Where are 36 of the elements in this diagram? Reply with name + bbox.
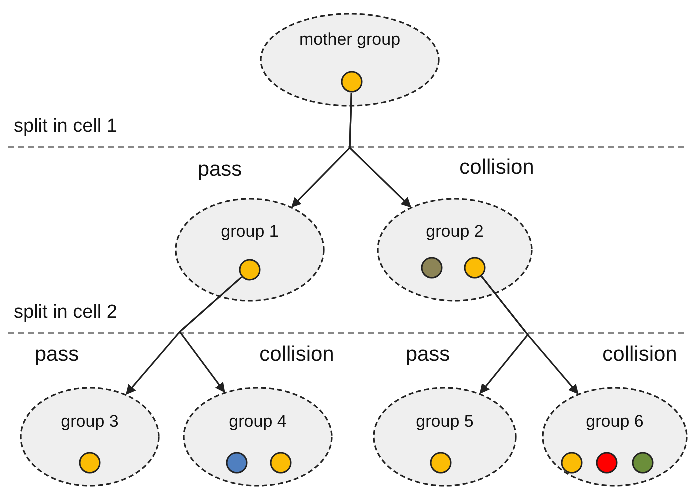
group-label: mother group [299, 30, 401, 50]
group-ellipse [377, 198, 533, 302]
group-ellipse [175, 198, 325, 302]
group-ellipse [260, 13, 440, 107]
group-label: group 1 [221, 222, 279, 242]
group-ellipse [373, 387, 517, 487]
particle-circle [270, 452, 292, 474]
particle-circle [79, 452, 101, 474]
particle-circle [430, 452, 452, 474]
edge-label: collision [260, 343, 334, 367]
edge-label: pass [406, 343, 450, 367]
particle-circle [341, 71, 363, 93]
group-label: group 4 [229, 412, 287, 432]
edge-label: collision [602, 343, 678, 367]
edge-label: pass [198, 158, 242, 182]
group-label: group 6 [586, 412, 644, 432]
particle-circle [632, 452, 654, 474]
group-ellipse [542, 387, 688, 487]
group-ellipse [20, 387, 160, 487]
split-label: split in cell 1 [14, 116, 118, 138]
particle-circle [421, 257, 443, 279]
edge-label: pass [34, 343, 80, 367]
particle-circle [239, 259, 261, 281]
arrow [349, 92, 412, 208]
particle-circle [561, 452, 583, 474]
arrow [481, 276, 579, 395]
arrow [178, 276, 242, 393]
split-label: split in cell 2 [14, 302, 118, 324]
particle-circle [596, 452, 618, 474]
group-label: group 3 [61, 412, 119, 432]
group-label: group 2 [426, 222, 484, 242]
group-label: group 5 [416, 412, 474, 432]
particle-circle [464, 257, 486, 279]
edge-label: collision [460, 156, 534, 180]
group-ellipse [183, 387, 333, 487]
particle-circle [226, 452, 248, 474]
